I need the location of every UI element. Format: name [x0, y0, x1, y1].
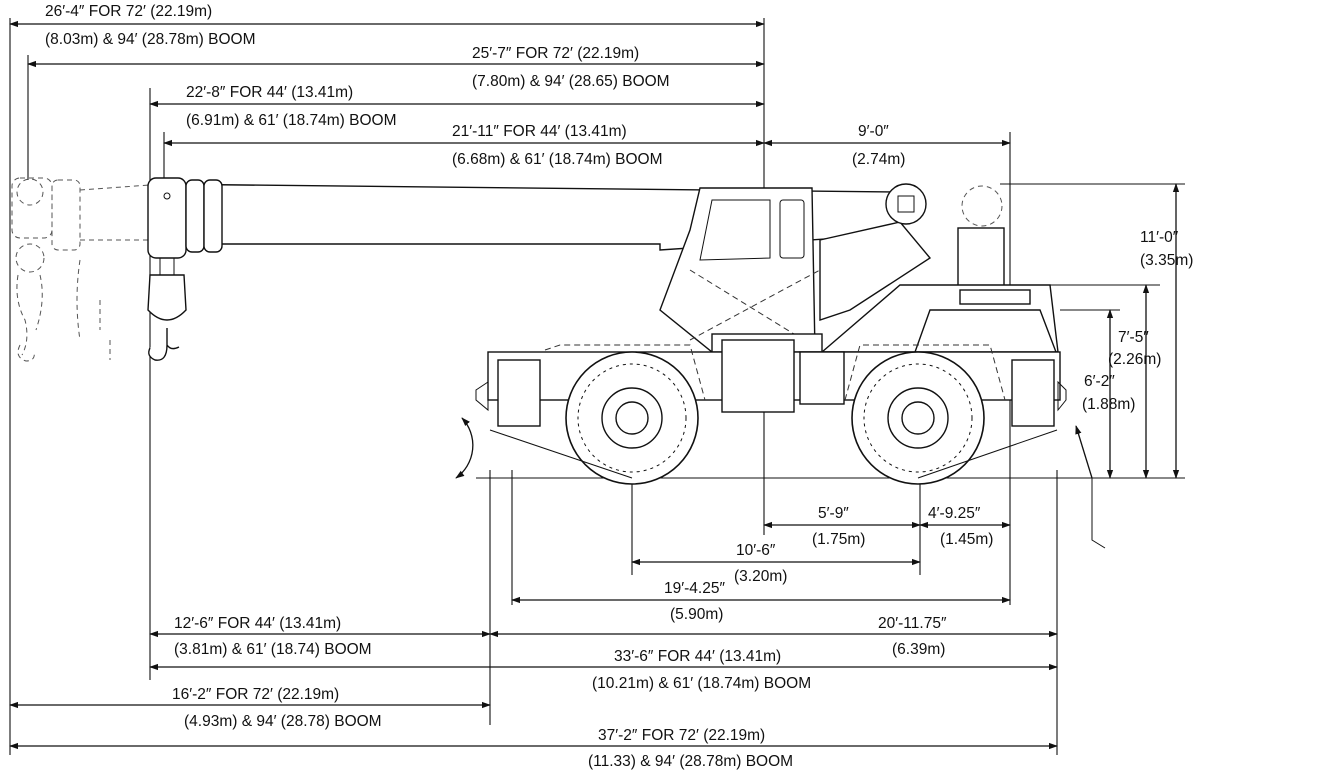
- angle-leader-right: [1091, 478, 1106, 549]
- label-22-8-line2: (6.91m) & 61′ (18.74m) BOOM: [186, 112, 397, 129]
- hook-block: [147, 258, 187, 361]
- label-5-9-line1: 5′-9″: [818, 505, 849, 522]
- label-5-9-line2: (1.75m): [812, 531, 865, 548]
- angle-arc-right: [1075, 425, 1093, 479]
- label-20-1175-line1: 20′-11.75″: [878, 615, 947, 632]
- label-11-0-line1: 11′-0″: [1140, 229, 1179, 246]
- label-6-2-line1: 6′-2″: [1084, 373, 1115, 390]
- front-tire: [565, 351, 699, 485]
- label-20-1175-line2: (6.39m): [892, 641, 945, 658]
- label-4-925-line1: 4′-9.25″: [928, 505, 981, 522]
- label-19-425-line2: (5.90m): [670, 606, 723, 623]
- label-33-6-line2: (10.21m) & 61′ (18.74m) BOOM: [592, 675, 811, 692]
- boom-head: [147, 177, 187, 259]
- label-16-2-line1: 16′-2″ FOR 72′ (22.19m): [172, 686, 339, 703]
- ghost-boom-head: [11, 177, 151, 362]
- label-16-2-line2: (4.93m) & 94′ (28.78) BOOM: [184, 713, 382, 730]
- label-11-0-line2: (3.35m): [1140, 252, 1193, 269]
- label-9-0-line1: 9′-0″: [858, 123, 889, 140]
- label-26-4-line2: (8.03m) & 94′ (28.78m) BOOM: [45, 31, 256, 48]
- label-7-5-line2: (2.26m): [1108, 351, 1161, 368]
- label-7-5-line1: 7′-5″: [1118, 329, 1149, 346]
- label-25-7-line2: (7.80m) & 94′ (28.65) BOOM: [472, 73, 670, 90]
- label-10-6-line2: (3.20m): [734, 568, 787, 585]
- label-9-0-line2: (2.74m): [852, 151, 905, 168]
- approach-angle-line: [489, 429, 633, 479]
- label-37-2-line2: (11.33) & 94′ (28.78m) BOOM: [588, 753, 793, 770]
- label-25-7-line1: 25′-7″ FOR 72′ (22.19m): [472, 45, 639, 62]
- label-12-6-line2: (3.81m) & 61′ (18.74) BOOM: [174, 641, 372, 658]
- label-6-2-line2: (1.88m): [1082, 396, 1135, 413]
- dimension-lines: [9, 20, 1180, 750]
- label-21-11-line1: 21′-11″ FOR 44′ (13.41m): [452, 123, 627, 140]
- label-33-6-line1: 33′-6″ FOR 44′ (13.41m): [614, 648, 781, 665]
- label-21-11-line2: (6.68m) & 61′ (18.74m) BOOM: [452, 151, 663, 168]
- rear-tire: [851, 351, 985, 485]
- label-4-925-line2: (1.45m): [940, 531, 993, 548]
- dimension-labels: 26′-4″ FOR 72′ (22.19m) (8.03m) & 94′ (2…: [45, 3, 1193, 770]
- departure-angle-line: [917, 429, 1058, 479]
- label-12-6-line1: 12′-6″ FOR 44′ (13.41m): [174, 615, 341, 632]
- crane-illustration: [11, 177, 1067, 485]
- label-22-8-line1: 22′-8″ FOR 44′ (13.41m): [186, 84, 353, 101]
- label-19-425-line1: 19′-4.25″: [664, 580, 725, 597]
- superstructure: [819, 183, 1059, 353]
- label-26-4-line1: 26′-4″ FOR 72′ (22.19m): [45, 3, 212, 20]
- label-10-6-line1: 10′-6″: [736, 542, 776, 559]
- label-37-2-line1: 37′-2″ FOR 72′ (22.19m): [598, 727, 765, 744]
- angle-arc-left: [455, 417, 474, 479]
